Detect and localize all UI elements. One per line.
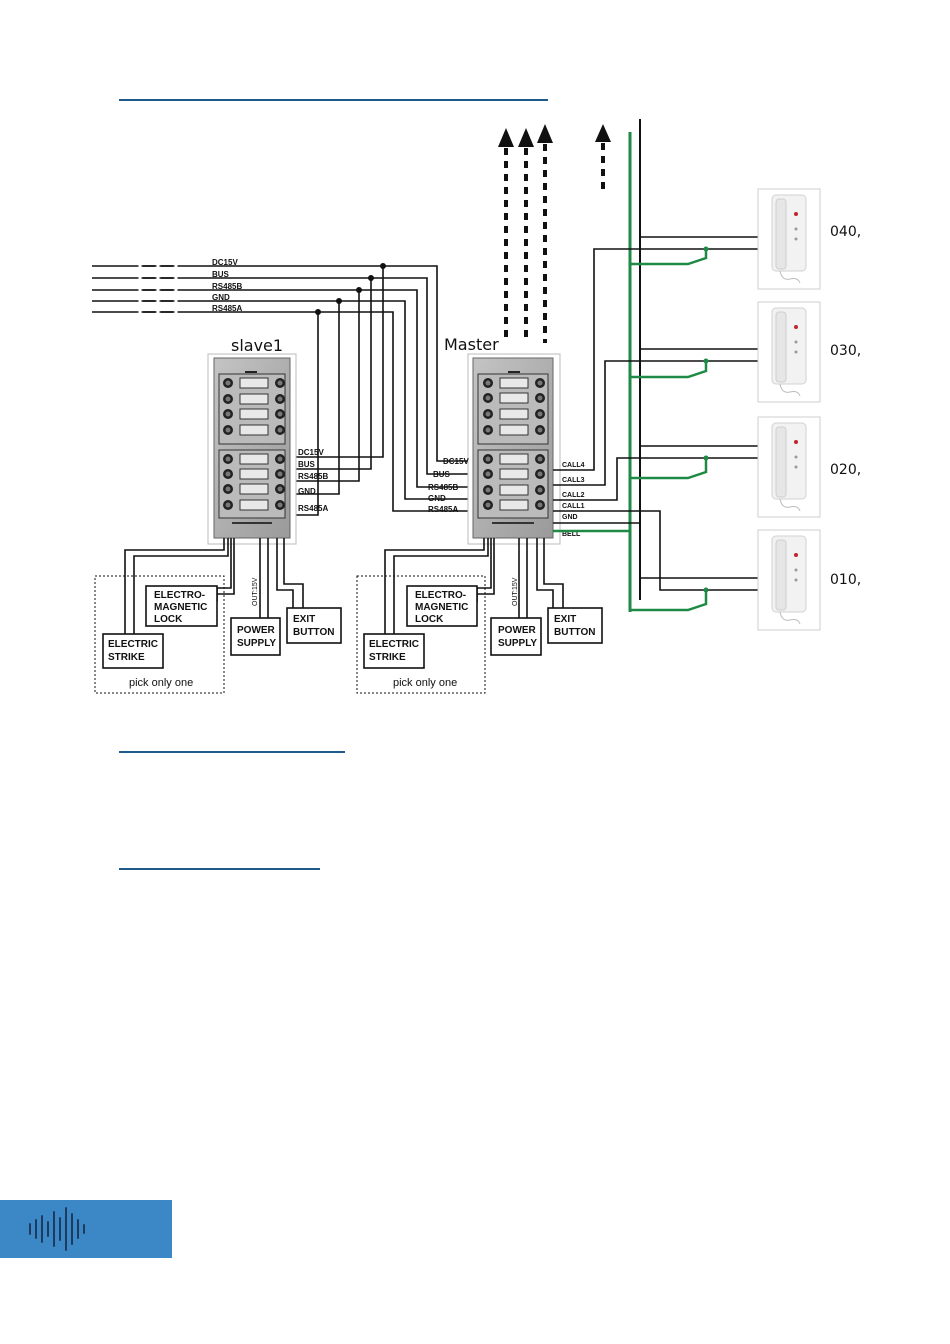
slave-exit-line2: BUTTON xyxy=(293,627,334,638)
master-device-wires xyxy=(384,538,564,634)
master-terminal-gnd-right: GND xyxy=(562,514,578,521)
master-power-box xyxy=(490,617,542,656)
handset-icon-020 xyxy=(757,416,821,518)
handset-icon-030 xyxy=(757,301,821,403)
master-terminal-call1: CALL1 xyxy=(562,503,585,510)
master-em-lock-box xyxy=(406,585,478,627)
riser-arrows xyxy=(504,143,605,343)
master-terminal-gnd: GND xyxy=(428,494,446,503)
master-terminal-rs485b: RS485B xyxy=(428,483,458,492)
master-em-lock-line2: MAGNETIC xyxy=(415,602,468,613)
handset-code-020: 020, xyxy=(830,462,861,478)
master-strike-box xyxy=(363,633,425,669)
master-power-line1: POWER xyxy=(498,625,537,636)
handset-code-010: 010, xyxy=(830,572,861,588)
master-exit-line1: EXIT xyxy=(554,614,576,625)
bus-break-marks xyxy=(138,262,178,316)
bus-label-rs485a: RS485A xyxy=(212,304,242,313)
bus-label-bus: BUS xyxy=(212,270,230,279)
master-em-lock-line3: LOCK xyxy=(415,614,444,625)
handset-icon-010 xyxy=(757,529,821,631)
bell-dots xyxy=(703,246,709,593)
master-terminal-call2: CALL2 xyxy=(562,492,585,499)
slave-pick-one-region xyxy=(94,575,225,694)
slave-power-line1: POWER xyxy=(237,625,276,636)
slave-terminal-bus: BUS xyxy=(298,460,316,469)
top-bus xyxy=(92,265,472,512)
bell-wires xyxy=(553,249,708,612)
slave-terminal-rs485b: RS485B xyxy=(298,472,328,481)
master-panel xyxy=(467,353,561,545)
master-exit-box xyxy=(547,607,603,644)
bus-label-dc15v: DC15V xyxy=(212,258,238,267)
bus-break-dashes xyxy=(143,265,173,313)
handset-code-030: 030, xyxy=(830,343,861,359)
master-power-line2: SUPPLY xyxy=(498,638,537,649)
slave-panel xyxy=(207,353,297,545)
slave-terminal-dc15v: DC15V xyxy=(298,448,324,457)
master-strike-line2: STRIKE xyxy=(369,652,406,663)
master-exit-line2: BUTTON xyxy=(554,627,595,638)
slave-drops xyxy=(290,266,384,516)
master-terminal-bell: BELL xyxy=(562,531,581,538)
arrowhead-icons xyxy=(498,124,611,147)
master-strike-line1: ELECTRIC xyxy=(369,639,419,650)
slave-em-lock-line1: ELECTRO- xyxy=(154,590,205,601)
slave-exit-box xyxy=(286,607,342,644)
bus-label-gnd: GND xyxy=(212,293,230,302)
slave-strike-box xyxy=(102,633,164,669)
slave-terminal-gnd: GND xyxy=(298,487,316,496)
slave-exit-line1: EXIT xyxy=(293,614,315,625)
slave-strike-line2: STRIKE xyxy=(108,652,145,663)
slave-em-lock-box xyxy=(145,585,218,627)
master-panel-title: Master xyxy=(444,335,499,354)
master-em-lock-line1: ELECTRO- xyxy=(415,590,466,601)
slave-power-line2: SUPPLY xyxy=(237,638,276,649)
slave-pick-note: pick only one xyxy=(129,677,193,689)
master-pick-one-region xyxy=(356,575,486,694)
sound-wave-icon xyxy=(29,1207,85,1251)
master-terminal-dc15v: DC15V xyxy=(443,457,469,466)
master-terminal-call4: CALL4 xyxy=(562,462,585,469)
slave-panel-title: slave1 xyxy=(231,336,283,355)
call-wires xyxy=(553,236,765,591)
footer-block xyxy=(0,1200,172,1258)
slave-power-box xyxy=(230,617,281,656)
master-pick-note: pick only one xyxy=(393,677,457,689)
junction-dots xyxy=(315,263,386,315)
slave-em-lock-line2: MAGNETIC xyxy=(154,602,207,613)
handset-icon-040 xyxy=(757,188,821,290)
master-terminal-rs485a: RS485A xyxy=(428,505,458,514)
slave-strike-line1: ELECTRIC xyxy=(108,639,158,650)
bus-label-rs485b: RS485B xyxy=(212,282,242,291)
slave-out-label: OUT:15V xyxy=(252,577,259,606)
slave-terminal-rs485a: RS485A xyxy=(298,504,328,513)
master-out-label: OUT:15V xyxy=(512,577,519,606)
master-terminal-bus: BUS xyxy=(433,470,451,479)
slave-em-lock-line3: LOCK xyxy=(154,614,183,625)
handset-code-040: 040, xyxy=(830,224,861,240)
master-terminal-call3: CALL3 xyxy=(562,477,585,484)
